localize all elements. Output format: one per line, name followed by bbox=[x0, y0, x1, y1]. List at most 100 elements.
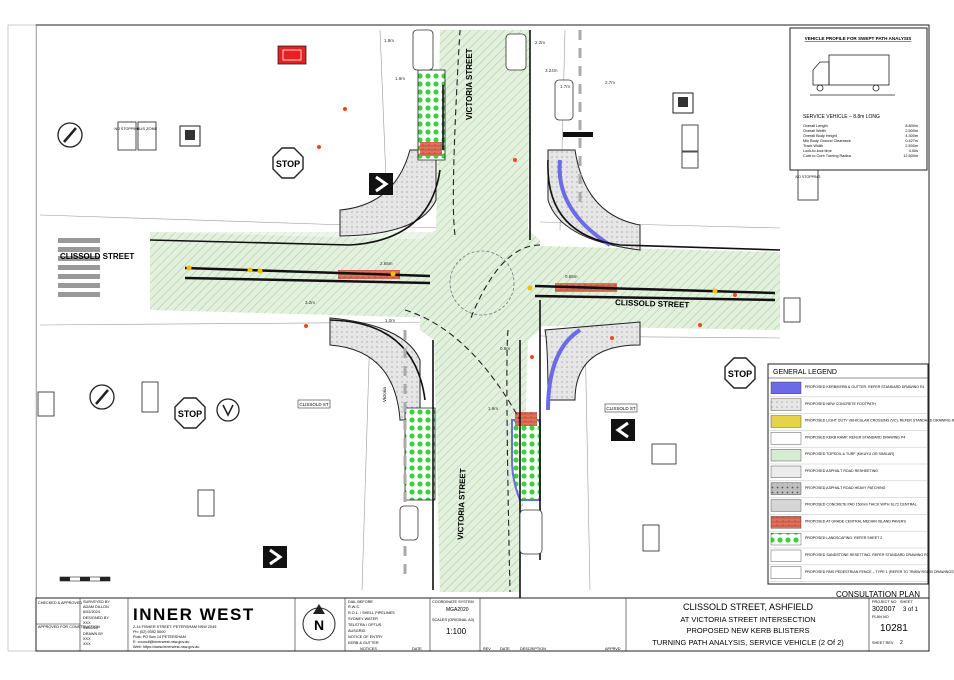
swept-paths bbox=[149, 30, 781, 600]
svg-text:R.O.L. / SHELL PIPELINES: R.O.L. / SHELL PIPELINES bbox=[348, 611, 395, 615]
trees bbox=[304, 107, 737, 359]
vehicle-profile-box: VEHICLE PROFILE FOR SWEPT PATH ANALYSIS … bbox=[789, 27, 928, 171]
svg-text:DESIGNED BY: DESIGNED BY bbox=[83, 616, 109, 620]
plan-number: 10281 bbox=[880, 623, 908, 634]
vehicle-name: SERVICE VEHICLE – 8.8m LONG bbox=[803, 114, 880, 120]
svg-text:R.W.S.: R.W.S. bbox=[348, 605, 360, 609]
victoria-street-label-south: VICTORIA STREET bbox=[456, 468, 467, 540]
svg-text:XXX: XXX bbox=[83, 642, 91, 646]
bus-stop-icon-2 bbox=[672, 92, 694, 114]
svg-text:Web: https://www.innerwest.ns: Web: https://www.innerwest.nsw.gov.au bbox=[133, 645, 199, 649]
title-block: CHECKED & APPROVED APPROVED FOR CONSTRUC… bbox=[35, 597, 930, 652]
legend-item-label: PROPOSED SANDSTONE RESETTING. REFER STAN… bbox=[805, 553, 929, 557]
sign-panels bbox=[37, 124, 801, 552]
svg-text:BUS ZONE: BUS ZONE bbox=[137, 126, 158, 131]
svg-text:1.7m: 1.7m bbox=[560, 84, 570, 89]
legend-swatch-concrete bbox=[770, 398, 802, 411]
legend-item-label: PROPOSED NEW CONCRETE FOOTPATH bbox=[805, 402, 876, 406]
title-line-3: PROPOSED NEW KERB BLISTERS bbox=[687, 626, 810, 635]
svg-text:DATE: DATE bbox=[412, 647, 422, 651]
svg-text:Ph: (02) 9392 5000: Ph: (02) 9392 5000 bbox=[133, 630, 166, 634]
svg-text:NOTICE OF ENTRY: NOTICE OF ENTRY bbox=[348, 635, 383, 639]
svg-text:0.85m: 0.85m bbox=[565, 274, 578, 279]
lane-markings bbox=[403, 30, 582, 580]
landscape-islands bbox=[404, 69, 541, 501]
yellow-markers bbox=[186, 265, 718, 294]
legend-item-label: PROPOSED KERB/KERB & GUTTER. REFER STAND… bbox=[805, 385, 925, 389]
svg-text:Victoria: Victoria bbox=[382, 387, 387, 402]
legend-swatch-turf bbox=[770, 449, 802, 462]
svg-text:REV: REV bbox=[483, 647, 491, 651]
svg-text:2.500m: 2.500m bbox=[905, 144, 918, 148]
roundabout-sign-sw bbox=[89, 384, 115, 410]
clissold-street-label-east: CLISSOLD STREET bbox=[615, 298, 690, 310]
svg-text:XXX: XXX bbox=[83, 637, 91, 641]
svg-text:8.800m: 8.800m bbox=[905, 124, 918, 128]
svg-text:12.500m: 12.500m bbox=[903, 154, 918, 158]
clissold-street-label-west: CLISSOLD STREET bbox=[60, 252, 134, 261]
street-name-plates: CLISSOLD ST CLISSOLD ST Victoria bbox=[297, 387, 638, 413]
svg-text:2.500m: 2.500m bbox=[905, 129, 918, 133]
legend-item-label: PROPOSED AT GRADE CENTRAL MEDIAN ISLAND … bbox=[805, 519, 906, 523]
legend-swatch-sandstone bbox=[770, 549, 802, 563]
red-sign bbox=[277, 45, 307, 65]
chevron-sign-2 bbox=[611, 419, 635, 441]
legend-swatch-heavy bbox=[770, 482, 802, 495]
svg-text:TELSTRA / OPTUS: TELSTRA / OPTUS bbox=[348, 623, 382, 627]
svg-text:NO STOPPING: NO STOPPING bbox=[796, 175, 821, 179]
svg-text:Overall Width: Overall Width bbox=[803, 129, 826, 133]
legend-swatch-pad bbox=[770, 499, 802, 512]
svg-text:1:100: 1:100 bbox=[446, 627, 467, 636]
svg-text:04/02/24: 04/02/24 bbox=[83, 626, 98, 630]
legend-swatch-ramp bbox=[770, 432, 802, 445]
svg-text:4.300m: 4.300m bbox=[905, 134, 918, 138]
title-line-2: AT VICTORIA STREET INTERSECTION bbox=[680, 615, 815, 624]
legend-swatch-yellow bbox=[770, 415, 802, 428]
vehicle-profile-title: VEHICLE PROFILE FOR SWEPT PATH ANALYSIS bbox=[805, 36, 912, 41]
svg-text:1.6m: 1.6m bbox=[488, 406, 498, 411]
chevron-sign-1 bbox=[369, 173, 393, 195]
svg-text:MGA2020: MGA2020 bbox=[446, 607, 469, 613]
give-way-sign bbox=[216, 398, 240, 422]
chevron-sign-3 bbox=[263, 546, 287, 568]
legend-item-label: PROPOSED CONCRETE PAD 150mm THICK WITH S… bbox=[805, 503, 917, 507]
svg-text:3 of 1: 3 of 1 bbox=[903, 607, 919, 613]
svg-text:DRAWN BY: DRAWN BY bbox=[83, 632, 104, 636]
consultation-plan-label: CONSULTATION PLAN bbox=[836, 590, 920, 599]
svg-text:Lock-to-lock time: Lock-to-lock time bbox=[803, 149, 832, 153]
svg-text:STOP: STOP bbox=[276, 159, 300, 169]
median-lines bbox=[184, 266, 776, 302]
svg-text:DIAL BEFORE: DIAL BEFORE bbox=[348, 600, 373, 604]
svg-text:SHEET: SHEET bbox=[900, 600, 913, 604]
svg-text:CLISSOLD ST: CLISSOLD ST bbox=[606, 406, 636, 411]
svg-text:SCALES (ORIGINAL A3): SCALES (ORIGINAL A3) bbox=[432, 618, 475, 622]
council-logo-text: INNER WEST bbox=[133, 605, 255, 624]
svg-text:STOP: STOP bbox=[178, 409, 202, 419]
svg-text:Post: PO Box 14 PETERSHAM: Post: PO Box 14 PETERSHAM bbox=[133, 635, 186, 639]
svg-text:SYDNEY WATER: SYDNEY WATER bbox=[348, 617, 378, 621]
no-stopping-sign-2: NO STOPPING bbox=[796, 167, 821, 201]
legend-item-label: PROPOSED RMS PEDESTRIAN FENCE – TYPE 1 (… bbox=[805, 570, 954, 574]
svg-text:0.8m: 0.8m bbox=[500, 346, 510, 351]
svg-text:DATE: DATE bbox=[500, 647, 510, 651]
svg-text:1.0m: 1.0m bbox=[385, 318, 395, 323]
legend-swatch-fence bbox=[770, 566, 802, 579]
scale-bar bbox=[59, 576, 111, 582]
parked-vehicles bbox=[399, 29, 574, 555]
title-line-1: CLISSOLD STREET, ASHFIELD bbox=[683, 602, 814, 612]
svg-text:CLISSOLD ST: CLISSOLD ST bbox=[299, 402, 329, 407]
dimension-labels: 1.8m 1.9m 2.2m 3.24m 1.7m 2.7m 2.65m 0.8… bbox=[305, 38, 615, 411]
central-roundabout bbox=[449, 250, 515, 316]
stop-sign-se: STOP bbox=[724, 357, 756, 389]
no-stopping-sign-1: NO STOPPING bbox=[115, 121, 140, 151]
legend-swatch-kerb bbox=[770, 381, 802, 395]
svg-text:6/02/2024: 6/02/2024 bbox=[83, 610, 100, 614]
svg-text:1.9m: 1.9m bbox=[395, 76, 405, 81]
north-arrow-icon: N bbox=[302, 604, 336, 641]
svg-text:KERB & GUTTER: KERB & GUTTER bbox=[348, 641, 379, 645]
svg-text:2-14 FISHER STREET, PETERSHAM: 2-14 FISHER STREET, PETERSHAM NSW 2049 bbox=[133, 625, 216, 629]
svg-text:2.65m: 2.65m bbox=[380, 261, 393, 266]
svg-text:SURVEYED BY: SURVEYED BY bbox=[83, 600, 110, 604]
